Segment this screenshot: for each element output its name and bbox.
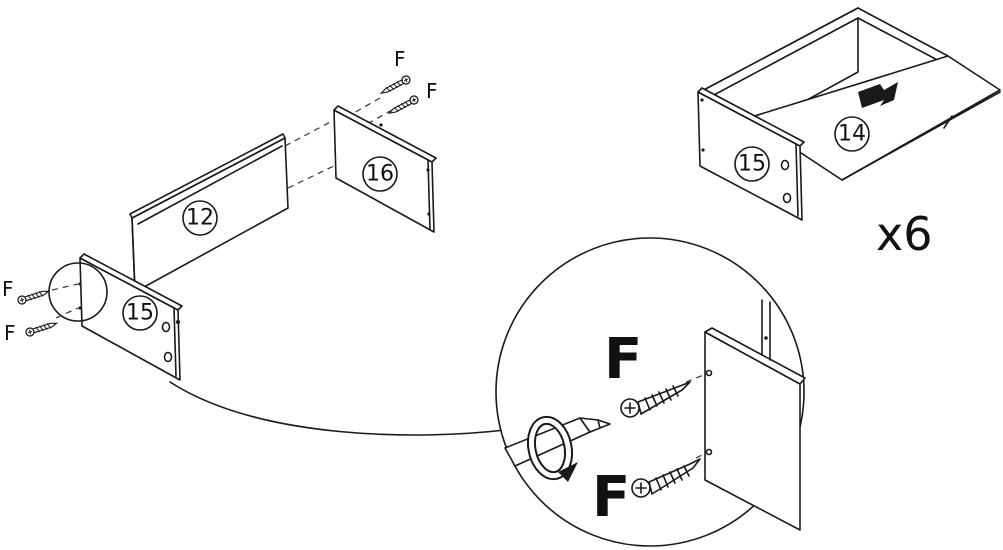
- part-number-15: 15: [126, 301, 154, 326]
- detail-connector-line: [169, 381, 506, 436]
- screw-label-left-2: F: [4, 321, 16, 345]
- screwdriver-icon: [504, 417, 611, 467]
- quantity-label: x6: [876, 207, 933, 261]
- screw-label-left-1: F: [2, 277, 14, 301]
- part-circle-12: [182, 200, 218, 236]
- screw-label-top-1: F: [394, 47, 406, 71]
- part-circle-14: [834, 116, 870, 152]
- part-circle-16: [362, 156, 398, 192]
- detail-magnifier: [48, 262, 108, 322]
- part-number-12: 12: [186, 206, 214, 231]
- part-number-16: 16: [366, 162, 394, 187]
- screw-icon: [620, 381, 691, 418]
- rotate-arrow-icon: [526, 415, 578, 482]
- screw-icon: [631, 458, 701, 498]
- detail-screw-label-1: F: [604, 327, 642, 392]
- part-circle-15-drawer: [734, 146, 770, 182]
- rear-panel-12: 12: [129, 133, 289, 293]
- screws-top: F F: [378, 47, 438, 118]
- part-circle-15: [122, 295, 158, 331]
- screw-icon: [24, 318, 59, 338]
- right-side-panel-16: 16: [333, 105, 437, 233]
- screw-detail-view: F F: [495, 237, 806, 547]
- part-number-14: 14: [838, 122, 866, 147]
- screws-left: F F: [2, 277, 59, 345]
- screw-label-top-2: F: [426, 79, 438, 103]
- detail-screw-label-2: F: [592, 465, 630, 530]
- screw-icon: [378, 73, 413, 98]
- drawer-assembly: 15 14: [697, 7, 1001, 221]
- insert-arrow-icon: [858, 82, 898, 108]
- screw-icon: [16, 286, 51, 306]
- left-side-panel-15: 15: [48, 253, 183, 381]
- screw-icon: [386, 93, 421, 118]
- part-number-15-drawer: 15: [738, 152, 766, 177]
